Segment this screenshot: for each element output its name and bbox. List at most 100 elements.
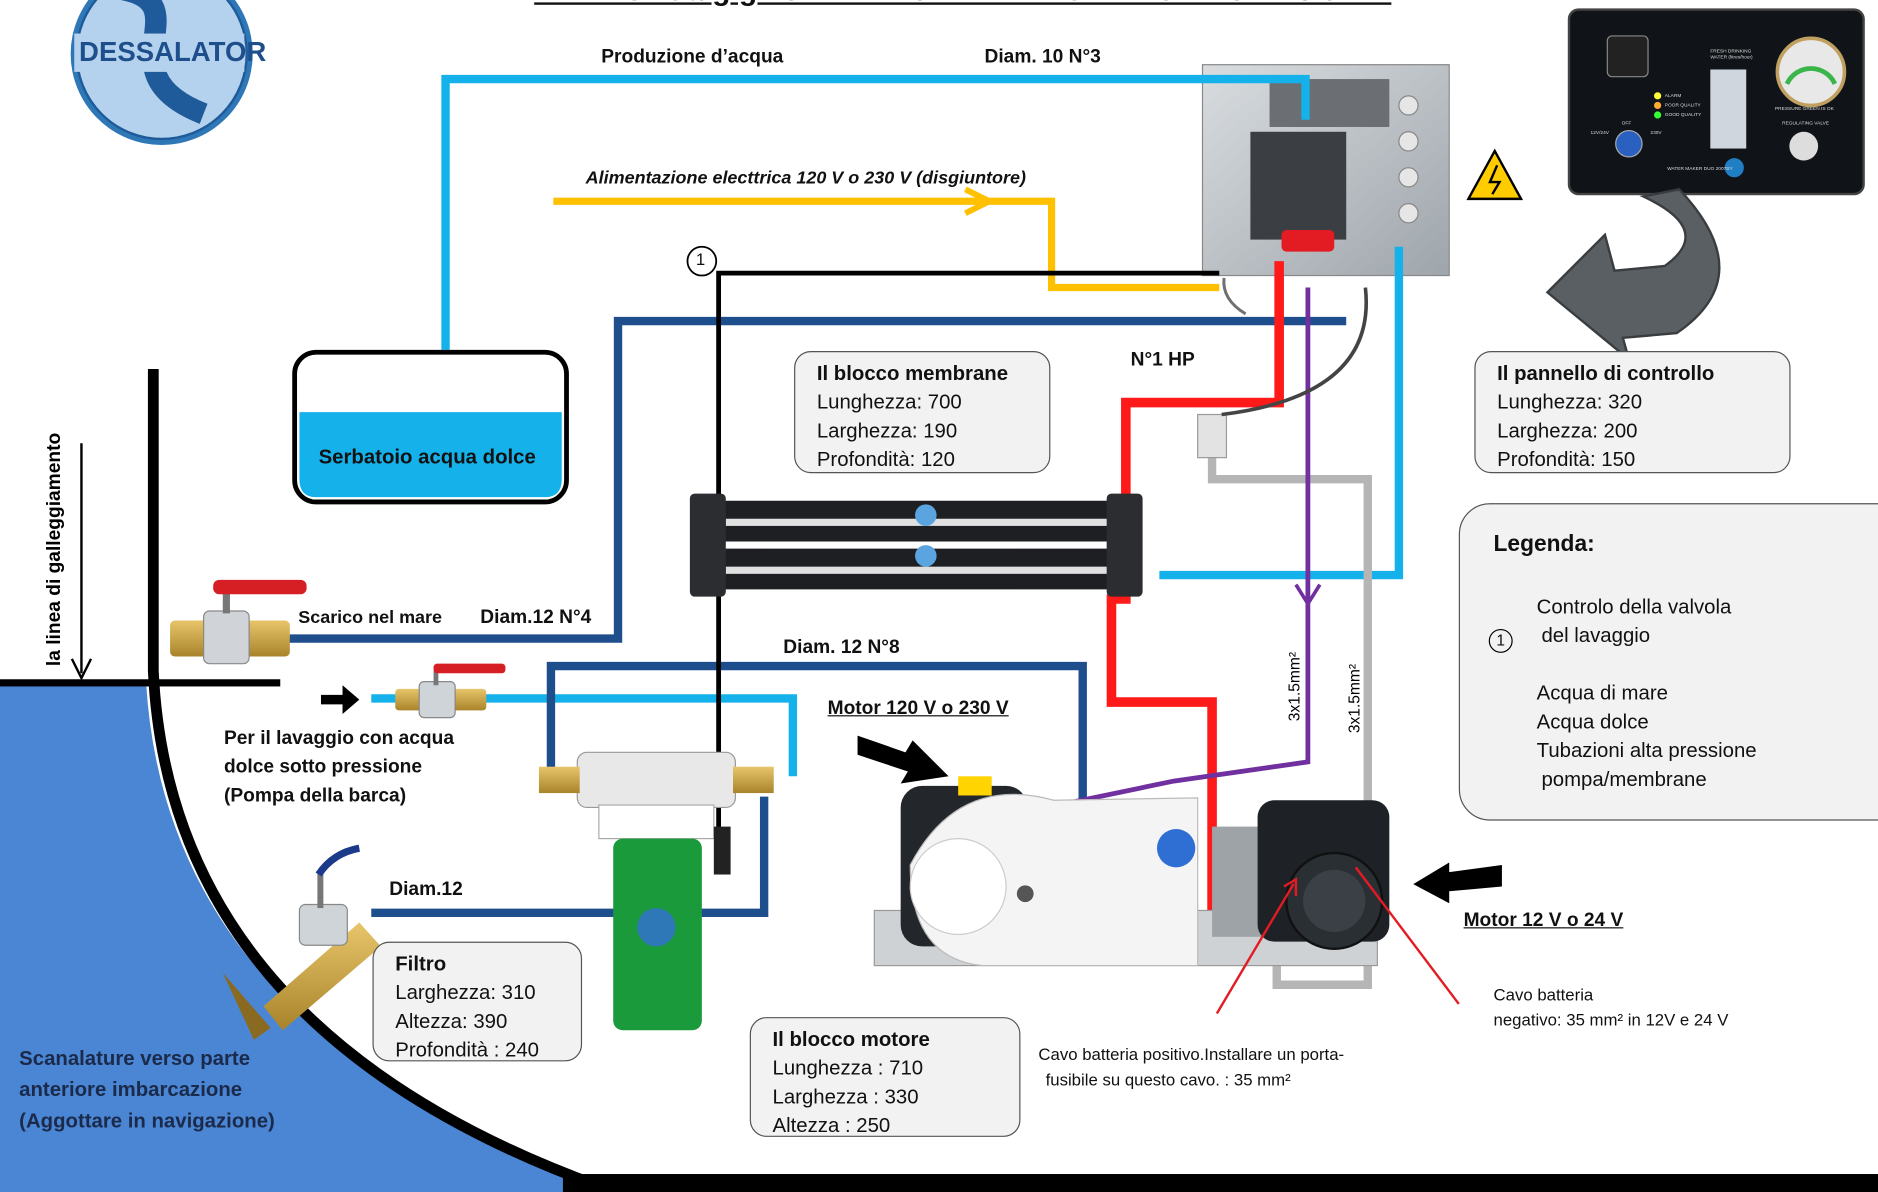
label-diam12: Diam.12 <box>389 879 463 900</box>
valve-marker-circle <box>686 245 718 277</box>
legend-valve-line-2: del lavaggio <box>1541 624 1651 647</box>
label-cable-2: 3x1.5mm² <box>1345 663 1363 734</box>
panel-label-12v: 12V/24V <box>1590 129 1609 136</box>
hull-line <box>147 368 601 1192</box>
motor-box-line-3: Altezza : 250 <box>772 1114 891 1137</box>
inlet-arrow <box>320 685 360 715</box>
legend-item-hp: Tubazioni alta pressione <box>1536 739 1757 762</box>
panel-label-off: OFF <box>1621 119 1632 126</box>
power-supply-line <box>553 197 1220 292</box>
motor-box-title: Il blocco motore <box>772 1027 930 1051</box>
panel-box-line-2: Larghezza: 200 <box>1497 419 1638 443</box>
label-scanalature-3: (Aggottare in navigazione) <box>19 1109 275 1133</box>
valve-marker-text: 1 <box>695 249 706 269</box>
panel-box-line-1: Lunghezza: 320 <box>1497 390 1643 414</box>
positive-arrowhead <box>1283 877 1298 897</box>
motor-box-line-1: Lunghezza : 710 <box>772 1056 924 1080</box>
filter-box-line-1: Larghezza: 310 <box>395 981 536 1004</box>
label-scanalature-2: anteriore imbarcazione <box>19 1078 243 1101</box>
grey-return-hose <box>1207 457 1372 989</box>
control-cable <box>1222 277 1247 316</box>
bottom-bar <box>562 1174 1878 1192</box>
flush-valve-control-line <box>716 270 1220 839</box>
legend-item-sea: Acqua di mare <box>1536 681 1668 705</box>
panel-box-line-3: Profondità: 150 <box>1497 448 1636 471</box>
power-arrowhead <box>964 186 996 216</box>
panel-label-poor: POOR QUALITY <box>1664 101 1701 108</box>
label-diam10: Diam. 10 N°3 <box>984 46 1101 68</box>
legend-valve-line-1: Controlo della valvola <box>1536 595 1732 619</box>
filter-box-title: Filtro <box>395 952 447 976</box>
logo-text: DESSALATOR <box>79 35 267 68</box>
legend-item-hp-2: pompa/membrane <box>1541 767 1707 791</box>
label-n1hp: N°1 HP <box>1130 349 1195 371</box>
label-cable-1: 3x1.5mm² <box>1285 651 1304 722</box>
label-cavo-neg-1: Cavo batteria <box>1493 984 1594 1004</box>
dessalator-logo <box>70 0 253 145</box>
water-filter <box>538 751 774 1031</box>
fresh-water-membrane-pipe <box>1159 246 1404 580</box>
control-panel-info-box: Il pannello di controllo Lunghezza: 320 … <box>1474 351 1791 474</box>
label-scarico: Scarico nel mare <box>298 607 443 628</box>
filter-info-box: Filtro Larghezza: 310 Altezza: 390 Profo… <box>372 941 583 1062</box>
label-motor-dc: Motor 12 V o 24 V <box>1463 910 1624 931</box>
negative-cable-pointer <box>1354 866 1460 1005</box>
intake-valve <box>222 844 381 1040</box>
membrane-block <box>689 493 1143 597</box>
panel-label-brand: WATER MAKER DUO 2007BY <box>1667 165 1733 172</box>
motor-dc-pointer <box>1413 862 1502 904</box>
panel-label-fresh: FRESH DRINKING WATER (litres/hour) <box>1710 47 1753 60</box>
sea-water-discharge-pipe <box>280 316 1347 643</box>
membrane-box-line-3: Profondità: 120 <box>816 448 955 471</box>
panel-label-pressure: PRESSURE GREEN IS OK <box>1774 105 1834 112</box>
label-motor-ac: Motor 120 V o 230 V <box>827 698 1009 719</box>
legend-valve-marker: 1 <box>1488 628 1513 653</box>
legend-marker-text: 1 <box>1496 631 1506 650</box>
control-panel-device <box>1567 8 1865 196</box>
motor-box-line-2: Larghezza : 330 <box>772 1085 919 1109</box>
label-diam12n4: Diam.12 N°4 <box>480 607 592 628</box>
panel-connection-arrow <box>1545 187 1721 363</box>
label-alimentazione: Alimentazione electtrica 120 V o 230 V (… <box>585 167 1026 189</box>
fresh-water-flush-pipe <box>371 694 798 777</box>
label-produzione: Produzione d’acqua <box>601 46 784 68</box>
tank-water <box>299 412 562 498</box>
label-diam12n8: Diam. 12 N°8 <box>783 637 900 658</box>
sea-water-intake-pipe <box>371 796 769 918</box>
membrane-box-line-1: Lunghezza: 700 <box>816 390 962 414</box>
panel-label-alarm: ALARM <box>1664 92 1682 99</box>
high-pressure-pipe <box>1121 261 1284 504</box>
motor-ac-pointer <box>857 735 949 784</box>
panel-box-title: Il pannello di controllo <box>1497 361 1715 385</box>
membrane-info-box: Il blocco membrane Lunghezza: 700 Larghe… <box>794 351 1051 474</box>
waterline-label: la linea di galleggiamento <box>44 432 65 667</box>
filter-box-line-2: Altezza: 390 <box>395 1009 508 1033</box>
label-lavaggio-3: (Pompa della barca) <box>223 785 407 807</box>
label-cavo-pos-2: fusibile su questo cavo. : 35 mm² <box>1045 1069 1291 1089</box>
label-lavaggio-2: dolce sotto pressione <box>223 757 423 778</box>
label-scanalature-1: Scanalature verso parte <box>19 1047 251 1070</box>
membrane-box-title: Il blocco membrane <box>816 361 1009 385</box>
motor-info-box: Il blocco motore Lunghezza : 710 Larghez… <box>749 1017 1021 1137</box>
waterline-arrowhead <box>70 658 93 681</box>
positive-cable-pointer <box>1215 883 1295 1015</box>
motor-block <box>873 776 1390 967</box>
control-cable-2 <box>1221 287 1369 417</box>
label-lavaggio-1: Per il lavaggio con acqua <box>223 728 455 749</box>
membrane-box-line-2: Larghezza: 190 <box>816 419 958 443</box>
panel-label-230v: 230V <box>1650 129 1662 136</box>
label-cavo-neg-2: negativo: 35 mm² in 12V e 24 V <box>1493 1009 1729 1030</box>
sea-hull-area <box>0 682 623 1192</box>
cable-arrowhead <box>1294 583 1322 608</box>
legend-box: Legenda: Controlo della valvola del lava… <box>1458 503 1878 821</box>
label-cavo-pos-1: Cavo batteria positivo.Installare un por… <box>1038 1044 1345 1064</box>
hose-fitting <box>1197 413 1228 459</box>
legend-title: Legenda: <box>1493 531 1595 558</box>
discharge-valve <box>170 579 307 665</box>
tank-label: Serbatoio acqua dolce <box>318 445 536 469</box>
flush-valve <box>395 663 506 719</box>
filter-box-line-3: Profondità : 240 <box>395 1038 540 1062</box>
panel-label-good: GOOD QUALITY <box>1664 111 1702 118</box>
